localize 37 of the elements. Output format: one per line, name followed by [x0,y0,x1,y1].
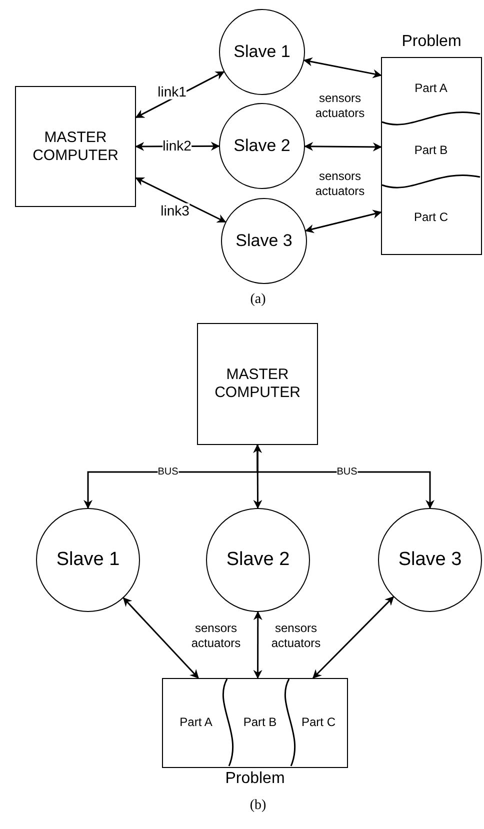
node-label: Slave 1 [234,42,290,62]
edge-label: BUS [158,466,178,478]
connector-arrow [122,597,199,679]
box-label: MASTER COMPUTER [32,128,120,164]
part-label: Part C [302,715,336,730]
connector-arrow [135,177,226,223]
connector-arrow [256,445,434,509]
computer-box [197,323,318,445]
box-heading: Problem [400,32,462,52]
panel-caption: (a) [249,292,267,307]
connector-arrow [303,57,382,78]
node-label: Slave 3 [236,231,292,251]
part-label: Part A [179,715,213,730]
node-label: Slave 2 [234,136,290,156]
computer-box [15,86,136,207]
edge-label: BUS [336,466,358,478]
part-label: Part B [243,715,277,730]
signal-label: sensors actuators [270,621,322,651]
box-heading: Problem [224,769,286,789]
node-label: Slave 2 [226,549,290,571]
connector-arrow [253,611,262,679]
connector-arrow [253,444,262,509]
part-label: Part B [414,143,448,158]
edge-label: link3 [160,203,190,219]
connector-arrow [304,142,382,152]
connector-arrow [312,596,394,679]
box-label: MASTER COMPUTER [214,366,302,402]
signal-label: sensors actuators [190,621,242,651]
edge-label: link1 [158,84,186,100]
part-label: Part C [414,210,448,225]
signal-label: sensors actuators [314,169,366,199]
panel-caption: (b) [248,798,268,813]
node-label: Slave 3 [398,549,462,571]
part-label: Part A [414,81,448,96]
signal-label: sensors actuators [314,91,366,121]
connector-arrow [304,210,382,234]
node-label: Slave 1 [56,549,120,571]
